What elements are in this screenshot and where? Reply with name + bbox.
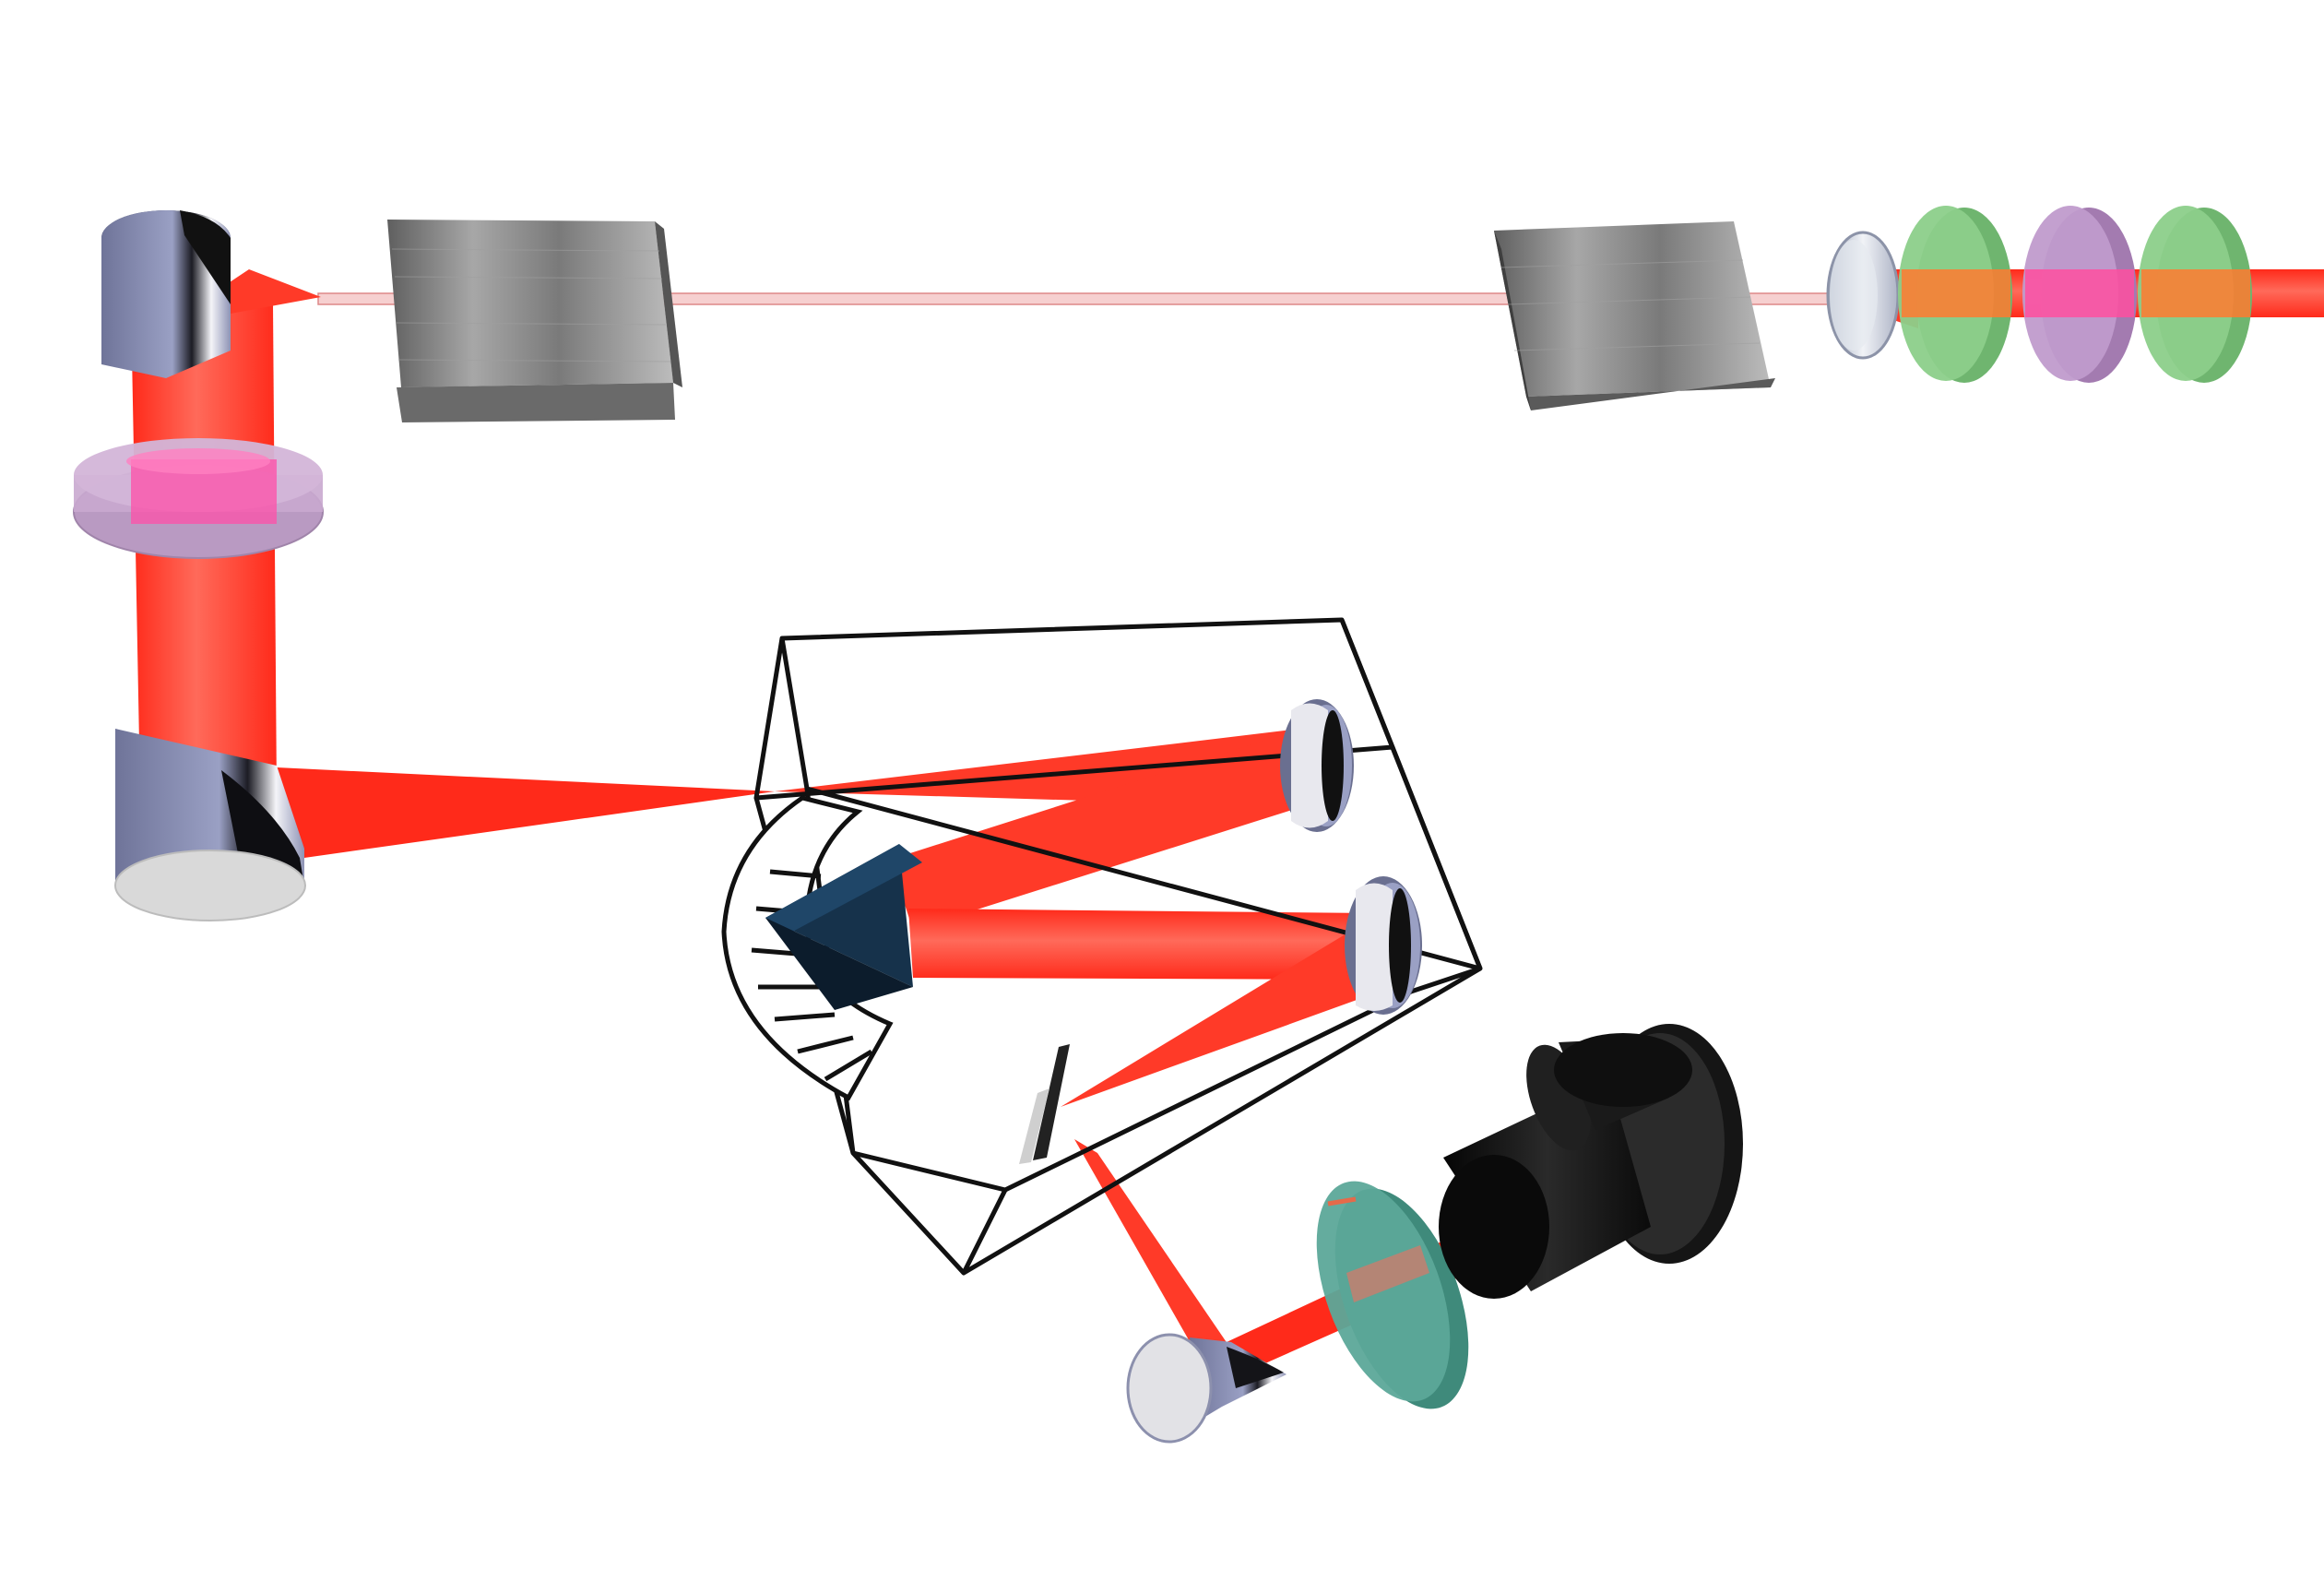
beam-to-spectrometer [277,767,775,858]
mirror-bottom [1126,1333,1286,1444]
concave-mirror-2 [1345,876,1422,1015]
beam-prism-mirror2 [908,909,1379,980]
filter-green-1 [1898,206,2012,383]
beam-mirror2-slit [1061,922,1393,1107]
slit [1019,1044,1070,1164]
detector [1439,1024,1743,1299]
filter-purple [2022,206,2137,383]
beam-exit-down [1074,1139,1236,1358]
lens-right [1826,231,1900,360]
beam-paths [111,269,2324,1374]
concave-mirror-1 [1280,699,1354,832]
filter-green-2 [2138,206,2252,383]
mirror-left-lower [114,729,306,921]
beam-mirror1-prism [890,733,1310,930]
filter-teal [1316,1181,1469,1409]
mirror-top-left [101,210,231,378]
crystal-1 [387,220,682,422]
crystal-2 [1494,221,1775,410]
prism [765,844,922,1010]
filter-left [73,438,324,559]
